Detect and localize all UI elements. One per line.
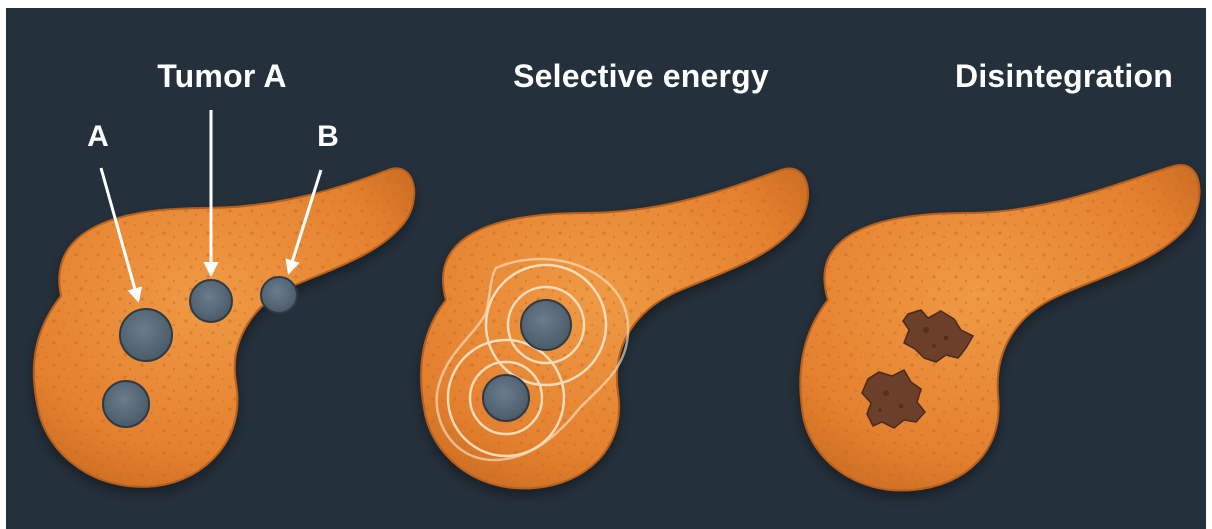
tumor-b xyxy=(261,277,297,313)
illustration-canvas: Tumor A Selective energy Disintegration … xyxy=(6,8,1206,529)
panel-3-title: Disintegration xyxy=(955,58,1173,95)
label-a: A xyxy=(87,120,109,154)
tumor-targeted-1 xyxy=(521,300,571,350)
organ-texture xyxy=(800,165,1199,490)
tumor-middle xyxy=(190,280,232,322)
organ-texture xyxy=(421,169,808,489)
panel-1-title: Tumor A xyxy=(157,58,286,95)
organ-texture xyxy=(34,168,414,486)
tumor-lower xyxy=(103,381,149,427)
tumor-a xyxy=(120,309,172,361)
tumor-targeted-2 xyxy=(483,375,529,421)
panel-2-title: Selective energy xyxy=(513,58,769,95)
label-b: B xyxy=(317,120,339,154)
